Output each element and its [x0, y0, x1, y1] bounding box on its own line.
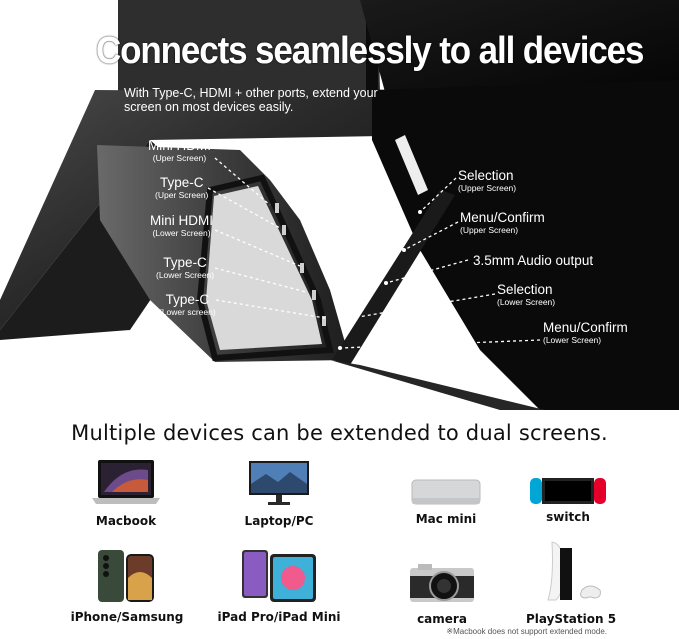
port-label-mini-hdmi-upper: Mini HDMI(Uper Screen) — [148, 138, 211, 163]
mac-mini-icon — [411, 479, 481, 505]
device-laptop-pc: Laptop/PC — [245, 460, 313, 530]
monitor-icon — [249, 461, 309, 505]
audio-output-label: 3.5mm Audio output — [473, 253, 594, 268]
button-label-menu-upper: Menu/Confirm(Upper Screen) — [460, 210, 545, 235]
smartphones-icon — [98, 550, 154, 602]
port-label-typec-upper: Type-C(Uper Screen) — [155, 175, 209, 200]
device-name: Macbook — [95, 514, 157, 528]
device-name: PlayStation 5 — [525, 612, 617, 626]
device-macbook: Macbook — [92, 458, 160, 528]
device-ps5: PlayStation 5 — [526, 540, 616, 626]
playstation-icon — [547, 541, 601, 601]
device-name: switch — [546, 510, 590, 524]
device-tablets: iPad Pro/iPad Mini — [218, 548, 340, 624]
tablets-icon — [242, 550, 316, 602]
device-name: Mac mini — [415, 512, 477, 526]
button-label-selection-upper: Selection(Upper Screen) — [458, 168, 517, 193]
footnote: ※Macbook does not support extended mode. — [446, 627, 607, 636]
device-switch: switch — [530, 476, 606, 526]
device-name: iPad Pro/iPad Mini — [217, 610, 341, 624]
device-mac-mini: Mac mini — [410, 478, 482, 528]
switch-console-icon — [530, 478, 606, 504]
hero-subtitle: With Type-C, HDMI + other ports, extend … — [124, 86, 378, 114]
device-name: camera — [417, 612, 467, 626]
port-label-typec-lower-1: Type-C(Lower Screen) — [156, 255, 215, 280]
button-label-menu-lower: Menu/Confirm(Lower Screen) — [543, 320, 628, 345]
device-phones: iPhone/Samsung — [71, 548, 183, 624]
device-name: iPhone/Samsung — [70, 610, 184, 624]
camera-icon — [410, 564, 474, 602]
hero-title: Connects seamlessly to all devices — [96, 30, 644, 72]
device-camera: camera — [408, 562, 476, 626]
macbook-icon — [92, 460, 160, 504]
devices-heading: Multiple devices can be extended to dual… — [71, 421, 608, 445]
dual-monitor-illustration — [0, 0, 679, 410]
device-name: Laptop/PC — [244, 514, 314, 528]
hero-banner: Connects seamlessly to all devices With … — [0, 0, 679, 412]
port-label-mini-hdmi-lower: Mini HDMI(Lower Screen) — [150, 213, 213, 238]
port-label-typec-lower-2: Type-C(Lower screen) — [159, 292, 216, 317]
button-label-selection-lower: Selection(Lower Screen) — [497, 282, 556, 307]
